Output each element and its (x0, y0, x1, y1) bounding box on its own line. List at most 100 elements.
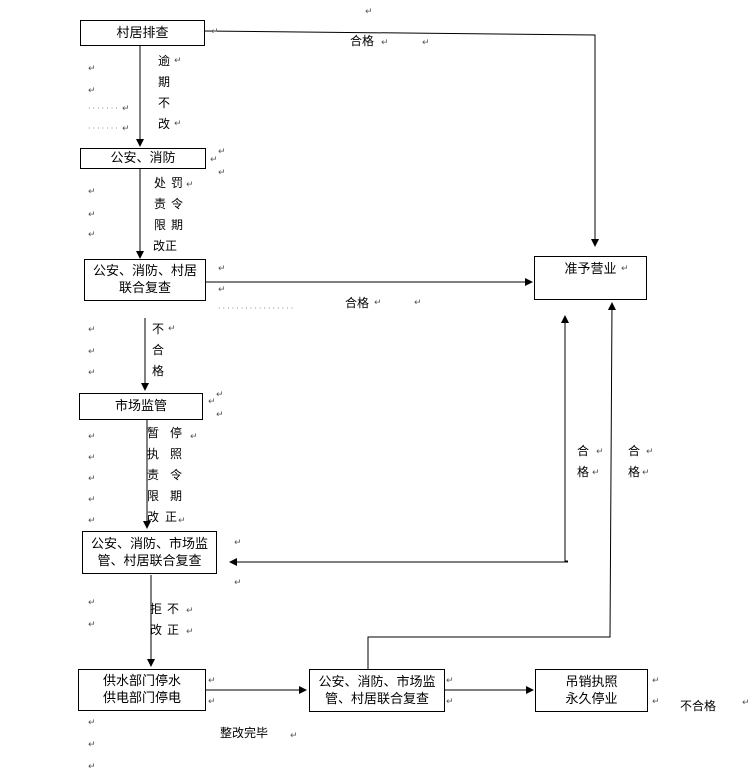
label-suspend-char: 正 (164, 510, 177, 524)
label-overdue-char: 不 (157, 96, 170, 110)
return-mark: ↵ (446, 697, 454, 707)
return-mark: ↵ (88, 495, 96, 505)
return-mark: ↵ (652, 697, 660, 707)
node-market-supervision: 市场监管 (79, 393, 203, 420)
return-mark: ↵ (168, 324, 176, 334)
return-mark: ↵ (210, 155, 218, 165)
label-refuse-char: 不 (166, 602, 179, 616)
node-approve: 准予营业 (534, 256, 647, 300)
node-joint-recheck-2: 公安、消防、市场监 管、村居联合复查 (82, 531, 217, 574)
node-joint-recheck-1-line2: 联合复查 (118, 281, 171, 296)
node-police-fire-label: 公安、消防 (110, 151, 176, 166)
node-joint-recheck-3-line2: 管、村居联合复查 (324, 691, 429, 707)
return-mark: ↵ (218, 264, 226, 274)
node-village-check: 村居排查 (80, 20, 205, 46)
return-mark: ↵ (211, 27, 219, 37)
return-mark: ↵ (88, 432, 96, 442)
return-mark: ↵ (178, 516, 186, 526)
node-joint-recheck-3-line1: 公安、消防、市场监 (318, 674, 436, 690)
return-mark: ↵ (652, 676, 660, 686)
return-mark: ↵ (88, 762, 96, 772)
return-mark: ↵ (88, 474, 96, 484)
label-overdue-char: 期 (157, 75, 170, 89)
label-fail-char: 不 (151, 322, 164, 336)
label-pass-mid: 合格 (345, 296, 370, 310)
label-suspend-char: 停 (169, 426, 182, 440)
return-mark: ↵ (216, 410, 224, 420)
label-refuse-char: 拒 (149, 602, 162, 616)
return-mark: ↵ (218, 285, 226, 295)
dots-left-1: ······· (88, 104, 120, 113)
return-mark: ↵ (446, 676, 454, 686)
return-mark: ↵ (88, 516, 96, 526)
label-suspend-char: 执 (146, 447, 159, 461)
return-mark: ↵ (234, 578, 242, 588)
label-rectify-done: 整改完毕 (220, 726, 269, 740)
return-mark: ↵ (596, 447, 604, 457)
node-joint-recheck-2-line1: 公安、消防、市场监 (90, 536, 208, 552)
return-mark: ↵ (642, 468, 650, 478)
arrow-village-pass-to-approve (204, 30, 599, 247)
node-joint-recheck-1-line1: 公安、消防、村居 (92, 264, 197, 279)
label-refuse-char: 正 (166, 623, 179, 637)
label-suspend-char: 改 (146, 510, 159, 524)
return-mark: ↵ (88, 86, 96, 96)
return-mark: ↵ (414, 298, 422, 308)
node-cut-utilities: 供水部门停水 供电部门停电 (78, 669, 206, 711)
node-revoke-line2: 永久停业 (565, 691, 618, 707)
node-joint-recheck-2-line2: 管、村居联合复查 (97, 553, 202, 569)
node-revoke-line1: 吊销执照 (565, 674, 618, 690)
return-mark: ↵ (190, 432, 198, 442)
label-pass-right-char: 合 (576, 444, 589, 458)
return-mark: ↵ (290, 731, 298, 741)
return-mark: ↵ (742, 698, 750, 708)
return-mark: ↵ (88, 210, 96, 220)
return-mark: ↵ (174, 56, 182, 66)
arrow-recheck3-pass-to-approve (367, 302, 616, 669)
return-mark: ↵ (592, 468, 600, 478)
return-mark: ↵ (88, 453, 96, 463)
dots-left-2: ······· (88, 124, 120, 133)
return-mark: ↵ (122, 104, 130, 114)
return-mark: ↵ (186, 606, 194, 616)
return-mark: ↵ (174, 119, 182, 129)
return-mark: ↵ (381, 38, 389, 48)
return-mark: ↵ (422, 38, 430, 48)
return-mark: ↵ (621, 264, 629, 274)
label-overdue-char: 逾 (157, 54, 170, 68)
return-mark: ↵ (88, 64, 96, 74)
node-cut-utilities-line1: 供水部门停水 (102, 674, 181, 689)
return-mark: ↵ (374, 298, 382, 308)
return-mark: ↵ (88, 718, 96, 728)
return-mark: ↵ (234, 538, 242, 548)
label-refuse-char: 改 (149, 623, 162, 637)
label-punish-char: 罚 (170, 176, 183, 190)
return-mark: ↵ (208, 697, 216, 707)
label-punish-char: 责 (153, 197, 166, 211)
node-police-fire: 公安、消防 (80, 148, 206, 169)
label-punish-char: 期 (170, 218, 183, 232)
node-joint-recheck-1: 公安、消防、村居 联合复查 (84, 259, 206, 301)
label-suspend-char: 令 (169, 468, 182, 482)
label-suspend-char: 期 (169, 489, 182, 503)
label-punish-char: 处 (153, 176, 166, 190)
label-pass-right-char: 格 (576, 465, 589, 479)
return-mark: ↵ (122, 124, 130, 134)
label-suspend-char: 限 (146, 489, 159, 503)
node-market-supervision-label: 市场监管 (114, 399, 167, 414)
label-fail-char: 格 (151, 364, 164, 378)
node-revoke: 吊销执照 永久停业 (535, 669, 648, 712)
label-punish-char: 限 (153, 218, 166, 232)
label-punish-char: 令 (170, 197, 183, 211)
return-mark: ↵ (88, 368, 96, 378)
return-mark: ↵ (88, 740, 96, 750)
return-mark: ↵ (218, 147, 226, 157)
node-cut-utilities-line2: 供电部门停电 (102, 691, 181, 706)
return-mark: ↵ (88, 598, 96, 608)
label-overdue-char: 改 (157, 117, 170, 131)
return-mark: ↵ (216, 390, 224, 400)
arrow-recheck2-pass-to-approve (561, 315, 569, 562)
return-mark: ↵ (646, 447, 654, 457)
return-mark: ↵ (88, 325, 96, 335)
return-mark: ↵ (208, 676, 216, 686)
